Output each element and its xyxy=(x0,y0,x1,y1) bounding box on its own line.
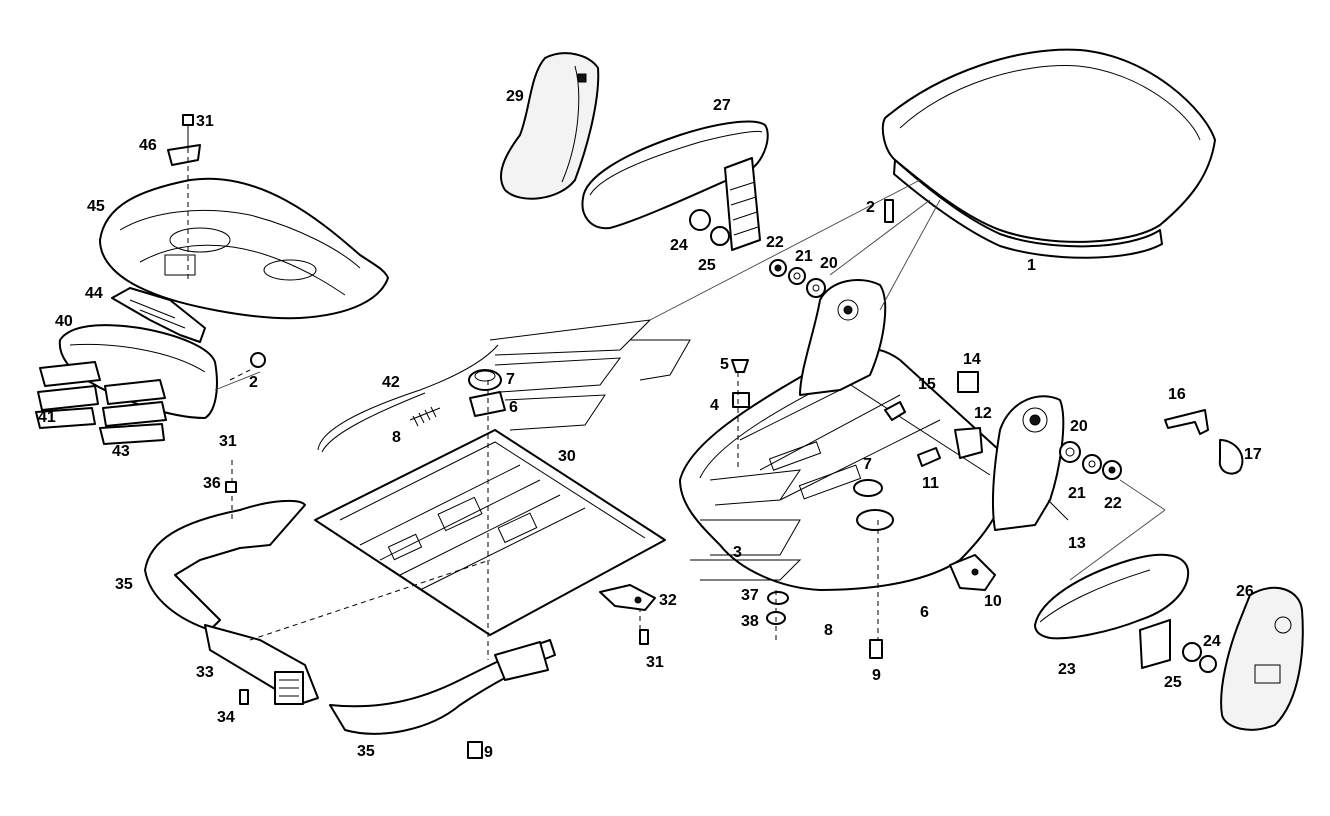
callout-46: 46 xyxy=(139,137,157,154)
upper-seat-pan-part xyxy=(99,177,389,320)
cover-plate-part xyxy=(949,554,996,591)
callout-20: 20 xyxy=(820,255,838,272)
callout-7: 7 xyxy=(506,371,515,388)
callout-22: 22 xyxy=(766,234,784,251)
callout-26: 26 xyxy=(1236,583,1254,600)
callout-38: 38 xyxy=(741,613,759,630)
left-washer-stack xyxy=(769,259,826,298)
callout-6: 6 xyxy=(920,604,929,621)
left-lower-frame-part xyxy=(144,499,319,705)
reference-outlines xyxy=(489,319,802,581)
callout-29: 29 xyxy=(506,88,524,105)
handle-parts xyxy=(1047,409,1244,521)
callout-2: 2 xyxy=(249,374,258,391)
callout-labels: 1 2 2 3 4 5 6 6 7 7 8 8 9 9 10 11 12 13 … xyxy=(38,88,1262,761)
adjustment-levers xyxy=(884,371,983,467)
right-side-cover-part xyxy=(1220,586,1304,731)
callout-24: 24 xyxy=(670,237,688,254)
rear-hinge-plate-part xyxy=(991,395,1065,531)
fasteners xyxy=(182,114,894,759)
callout-43: 43 xyxy=(112,443,130,460)
callout-22: 22 xyxy=(1104,495,1122,512)
right-armrest-part xyxy=(1034,553,1217,673)
callout-10: 10 xyxy=(984,593,1002,610)
callout-33: 33 xyxy=(196,664,214,681)
right-washer-stack xyxy=(1059,441,1122,480)
callout-21: 21 xyxy=(795,248,813,265)
callout-23: 23 xyxy=(1058,661,1076,678)
callout-24: 24 xyxy=(1203,633,1221,650)
callout-8: 8 xyxy=(392,429,401,446)
callout-20: 20 xyxy=(1070,418,1088,435)
right-lower-frame-part xyxy=(329,639,556,735)
callout-17: 17 xyxy=(1244,446,1262,463)
callout-7: 7 xyxy=(863,456,872,473)
callout-6: 6 xyxy=(509,399,518,416)
right-hinge-plate-part xyxy=(799,279,887,396)
callout-27: 27 xyxy=(713,97,731,114)
callout-32: 32 xyxy=(659,592,677,609)
callout-44: 44 xyxy=(85,285,103,302)
callout-45: 45 xyxy=(87,198,105,215)
callout-3: 3 xyxy=(733,544,742,561)
callout-9: 9 xyxy=(872,667,881,684)
lumbar-pads-part xyxy=(35,361,167,445)
callout-30: 30 xyxy=(558,448,576,465)
guide-rail-part xyxy=(111,287,206,343)
callout-5: 5 xyxy=(720,356,729,373)
left-side-cover-part xyxy=(500,52,600,200)
callout-25: 25 xyxy=(698,257,716,274)
callout-40: 40 xyxy=(55,313,73,330)
callout-21: 21 xyxy=(1068,485,1086,502)
callout-16: 16 xyxy=(1168,386,1186,403)
callout-41: 41 xyxy=(38,409,56,426)
callout-25: 25 xyxy=(1164,674,1182,691)
assembly-dashed-lines xyxy=(187,130,879,660)
callout-34: 34 xyxy=(217,709,235,726)
seat-base-plate-part xyxy=(314,429,666,636)
latch-plate-part xyxy=(599,584,656,611)
callout-15: 15 xyxy=(918,376,936,393)
callout-8: 8 xyxy=(824,622,833,639)
callout-31: 31 xyxy=(196,113,214,130)
callout-36: 36 xyxy=(203,475,221,492)
callout-1: 1 xyxy=(1027,257,1036,274)
callout-35: 35 xyxy=(357,743,375,760)
callout-31: 31 xyxy=(219,433,237,450)
cable-and-spring-left xyxy=(317,344,506,453)
callout-37: 37 xyxy=(741,587,759,604)
callout-9: 9 xyxy=(484,744,493,761)
callout-35: 35 xyxy=(115,576,133,593)
leader-lines xyxy=(214,179,1166,581)
callout-12: 12 xyxy=(974,405,992,422)
callout-13: 13 xyxy=(1068,535,1086,552)
callout-42: 42 xyxy=(382,374,400,391)
left-armrest-part xyxy=(581,120,769,251)
callout-2: 2 xyxy=(866,199,875,216)
callout-4: 4 xyxy=(710,397,719,414)
seat-cushion-part xyxy=(881,48,1216,259)
callout-31: 31 xyxy=(646,654,664,671)
callout-14: 14 xyxy=(963,351,981,368)
right-hardware xyxy=(731,359,894,659)
callout-11: 11 xyxy=(922,475,939,492)
